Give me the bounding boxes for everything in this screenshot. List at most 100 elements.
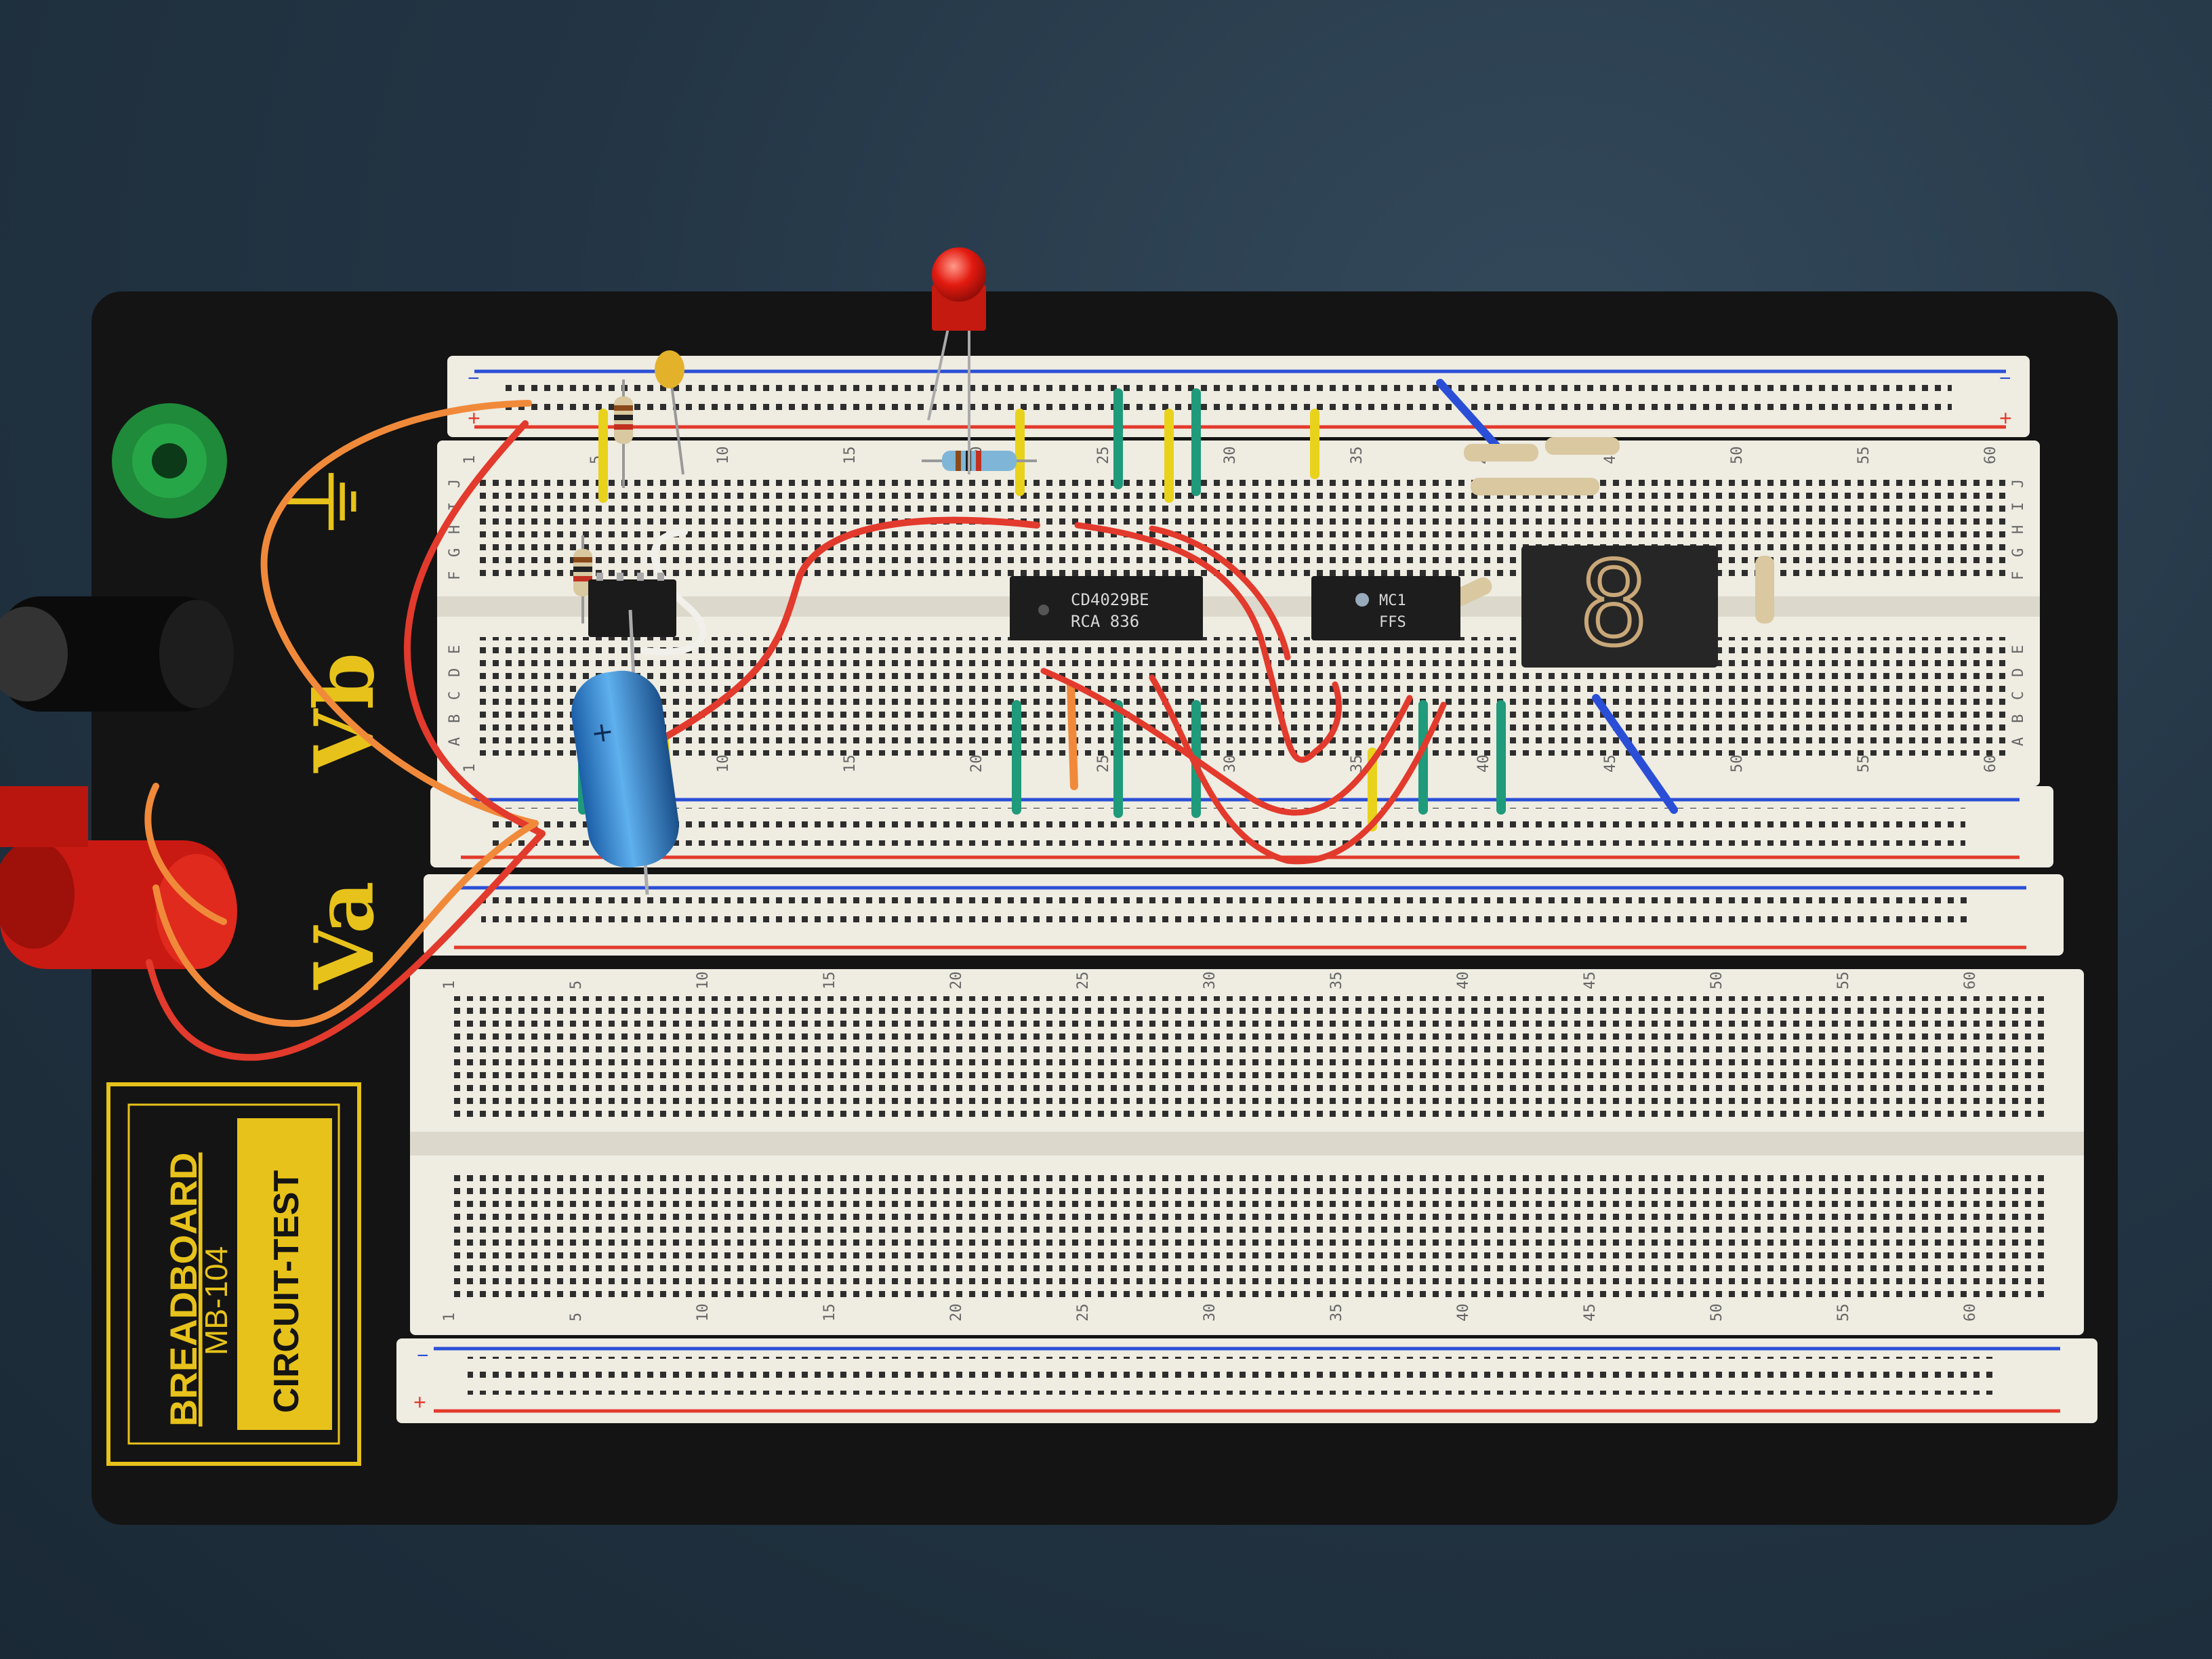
- column-label: 30: [1222, 447, 1239, 465]
- long-wires: [144, 400, 1447, 1061]
- column-label: 25: [1095, 447, 1112, 465]
- column-label: 10: [695, 972, 712, 990]
- column-label: 15: [821, 1304, 838, 1322]
- resistor-1[interactable]: [614, 380, 633, 488]
- column-label: 60: [1962, 1304, 1979, 1322]
- column-label: 30: [1202, 1304, 1218, 1322]
- row-label-top-right: G: [2010, 548, 2027, 557]
- vb-binding-post[interactable]: [0, 596, 234, 712]
- column-label: 55: [1856, 755, 1872, 773]
- column-label: 25: [1095, 755, 1112, 773]
- resistor-2[interactable]: [922, 451, 1037, 471]
- column-label: 35: [1349, 447, 1366, 465]
- seven-segment-display[interactable]: 8: [1521, 535, 1718, 674]
- column-label: 60: [1982, 755, 1999, 773]
- svg-text:+: +: [589, 716, 616, 750]
- column-label: 60: [1982, 447, 1999, 465]
- top-rail-minus-right: −: [1999, 367, 2011, 390]
- chip-decoder-line2: FFS: [1379, 614, 1406, 631]
- column-label: 10: [715, 447, 732, 465]
- column-label: 50: [1729, 447, 1746, 465]
- column-label: 40: [1455, 1304, 1472, 1322]
- column-label: 10: [695, 1304, 712, 1322]
- chip-cd4029[interactable]: CD4029BE RCA 836: [1010, 576, 1203, 640]
- brand-plate: BREADBOARD MB-104 CIRCUIT-TEST: [106, 1082, 361, 1466]
- bottom-breadboard: [396, 874, 2097, 1423]
- column-label: 5: [568, 981, 585, 989]
- red-led[interactable]: [927, 247, 986, 474]
- column-label: 50: [1708, 1304, 1725, 1322]
- row-label-bottom-right: D: [2010, 668, 2027, 677]
- column-label: 60: [1962, 972, 1979, 990]
- maker-label: CIRCUIT-TEST: [267, 1170, 306, 1413]
- column-label: 1: [441, 1313, 458, 1322]
- column-label: 40: [1455, 972, 1472, 990]
- row-label-top-right: J: [2010, 479, 2027, 488]
- chip-cd4029-line2: RCA 836: [1071, 612, 1139, 631]
- column-label: 20: [948, 972, 965, 990]
- row-label-bottom-right: A: [2010, 737, 2027, 746]
- ground-binding-post[interactable]: [112, 403, 227, 518]
- row-label-top-right: F: [2010, 571, 2027, 580]
- chip-cd4029-line1: CD4029BE: [1071, 590, 1149, 609]
- column-label: 20: [948, 1304, 965, 1322]
- chip-decoder[interactable]: MC1 FFS: [1311, 576, 1460, 640]
- column-label: 5: [568, 1313, 585, 1322]
- ic-8pin[interactable]: [588, 573, 676, 637]
- row-label-bottom: D: [447, 668, 464, 677]
- electrolytic-capacitor[interactable]: +: [566, 609, 684, 895]
- top-rail-minus: −: [468, 367, 480, 390]
- brand-label: BREADBOARD: [162, 1153, 205, 1427]
- column-label: 15: [821, 972, 838, 990]
- column-label: 45: [1582, 1304, 1599, 1322]
- row-label-top: H: [447, 525, 464, 534]
- row-label-top-right: H: [2010, 525, 2027, 534]
- column-label: 50: [1729, 755, 1746, 773]
- resistor-3[interactable]: [573, 535, 592, 623]
- top-rail-plus: +: [468, 406, 480, 430]
- column-label: 1: [462, 455, 478, 464]
- column-label: 25: [1075, 1304, 1092, 1322]
- column-label: 1: [441, 981, 458, 989]
- ceramic-capacitor[interactable]: [655, 350, 684, 475]
- column-label: 35: [1328, 1304, 1345, 1322]
- column-label: 1: [462, 764, 478, 773]
- column-label: 25: [1075, 972, 1092, 990]
- column-label: 45: [1582, 972, 1599, 990]
- column-label: 30: [1222, 755, 1239, 773]
- top-rail-plus-right: +: [1999, 406, 2012, 430]
- column-label: 50: [1708, 972, 1725, 990]
- column-label: 55: [1835, 972, 1852, 990]
- resistor-array[interactable]: [1420, 437, 1774, 623]
- row-label-top: F: [447, 571, 464, 580]
- ground-symbol-label: ⏚: [274, 457, 377, 546]
- row-label-bottom: E: [447, 645, 464, 654]
- row-label-bottom-right: C: [2010, 691, 2027, 700]
- column-label: 55: [1856, 447, 1872, 465]
- column-label: 55: [1835, 1304, 1852, 1322]
- row-label-top: J: [447, 479, 464, 488]
- chip-decoder-line1: MC1: [1379, 592, 1406, 609]
- column-label: 20: [968, 755, 985, 773]
- bottom-rail-plus: +: [413, 1390, 426, 1414]
- column-label: 15: [842, 755, 859, 773]
- row-label-bottom: C: [447, 691, 464, 700]
- top-breadboard: [430, 356, 2053, 867]
- row-label-bottom-right: B: [2010, 714, 2027, 723]
- row-label-top: G: [447, 548, 464, 557]
- row-label-bottom-right: E: [2010, 645, 2027, 654]
- row-label-top-right: I: [2010, 502, 2027, 511]
- column-label: 35: [1328, 972, 1345, 990]
- column-label: 40: [1475, 755, 1492, 773]
- column-label: 10: [715, 755, 732, 773]
- seven-segment-digit: 8: [1579, 537, 1648, 672]
- model-label: MB-104: [199, 1246, 234, 1355]
- row-label-bottom: B: [447, 714, 464, 723]
- column-label: 15: [842, 447, 859, 465]
- column-labels: 1111555510101010151515152020202025252525…: [441, 447, 1999, 1322]
- column-label: 45: [1602, 755, 1619, 773]
- bottom-rail-minus: −: [417, 1345, 429, 1367]
